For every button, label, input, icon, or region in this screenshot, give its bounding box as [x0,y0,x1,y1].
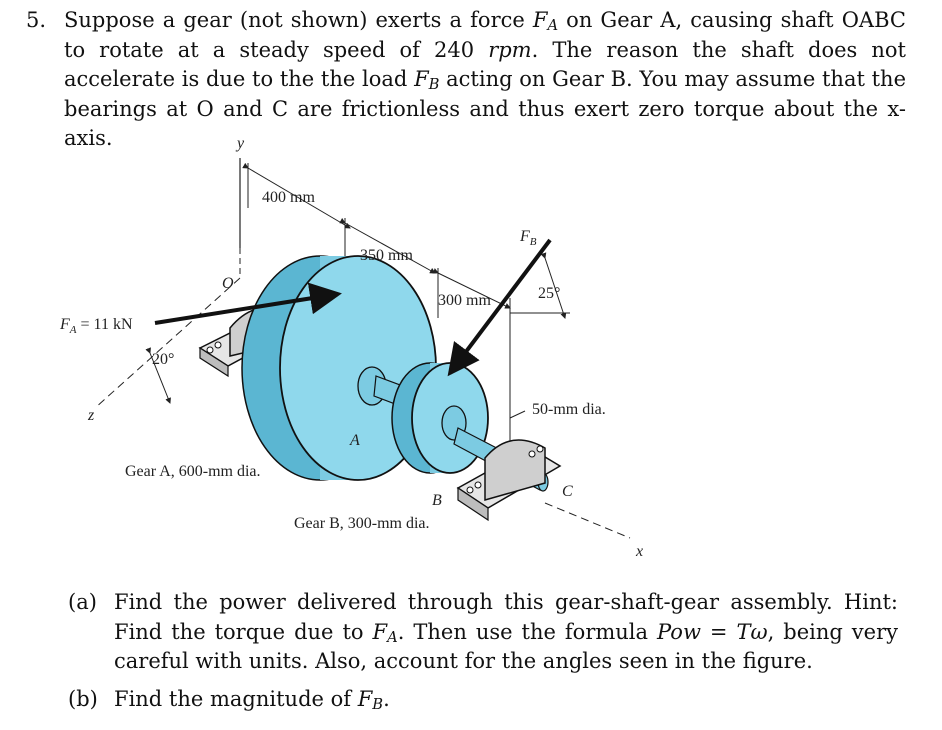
gear-b-caption: Gear B, 300-mm dia. [294,515,430,532]
math-subscript: B [428,76,440,93]
shaft-dia-label: 50-mm dia. [532,401,606,418]
math-subscript: A [547,17,559,34]
problem-number: 5. [26,8,47,32]
point-c-label: C [562,483,573,500]
dimension-lines [145,162,570,458]
text-run: = [700,619,737,644]
math-symbol: FA [532,8,559,34]
math-symbol: FA [372,619,398,646]
point-a-label: A [349,432,360,449]
axis-y-label: y [235,135,245,152]
question-b-text: Find the magnitude of FB. [114,685,898,715]
question-list: (a) Find the power delivered through thi… [68,588,898,722]
text-run: . Then use the formula [397,619,658,644]
text-run: on Gear A, causing shaft OABC to rotate … [64,8,906,62]
angle-20-label: 20° [152,351,174,368]
math-symbol: Pow [657,619,701,644]
gear-b [391,362,489,474]
gear-a-caption: Gear A, 600-mm dia. [125,463,261,480]
force-a-label: FA = 11 kN [59,316,133,336]
axis-z-label: z [87,407,95,424]
force-arrows [154,238,552,377]
text-run: . The reason the shaft does not accelera… [64,37,906,92]
problem-text: Suppose a gear (not shown) exerts a forc… [64,6,906,154]
point-o-label: O [222,275,234,292]
math-subscript: B [372,695,384,713]
coordinate-axes [94,158,631,539]
question-b-label: (b) [68,686,98,711]
question-a-text: Find the power delivered through this ge… [114,588,898,677]
dim-400-label: 400 mm [262,189,315,206]
text-run: Find the magnitude of [114,686,358,711]
math-symbol: FB [357,686,384,713]
text-run: . [383,686,390,711]
math-symbol: rpm [488,37,532,62]
problem-statement: 5. Suppose a gear (not shown) exerts a f… [26,6,906,154]
text-run: acting on Gear B. You may assume that th… [64,67,906,150]
point-b-label: B [432,492,442,509]
shaft-gear-figure: y z x O A B C 400 mm 350 mm 300 mm FA = … [40,128,680,568]
angle-25-label: 25° [538,285,560,302]
force-b-label: FB [519,228,537,248]
question-a: (a) Find the power delivered through thi… [68,588,898,677]
dim-350-label: 350 mm [360,247,413,264]
bearing-c [456,439,562,522]
text-run: Suppose a gear (not shown) exerts a forc… [64,8,533,32]
dim-300-label: 300 mm [438,292,491,309]
math-symbol: FB [414,67,440,93]
text-run: , being very careful with units. Also, a… [114,619,898,674]
axis-x-label: x [635,543,643,560]
question-a-label: (a) [68,590,97,614]
text-run: Find the power delivered through this ge… [114,590,898,644]
question-b: (b) Find the magnitude of FB. [68,685,898,715]
math-symbol: Tω [736,619,768,644]
math-subscript: A [387,628,398,646]
figure-svg: y z x O A B C 400 mm 350 mm 300 mm FA = … [59,135,643,560]
